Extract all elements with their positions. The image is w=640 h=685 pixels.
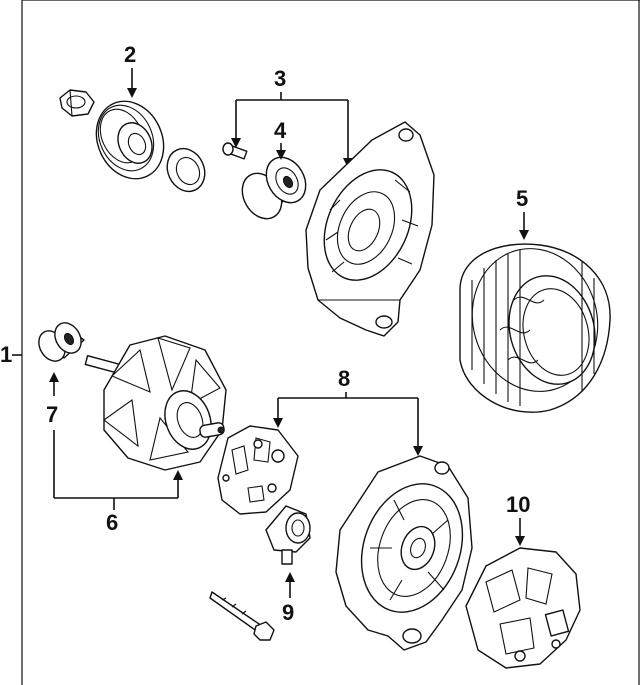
callout-5[interactable]: 5 — [516, 186, 529, 240]
callout-7-label: 7 — [46, 402, 58, 427]
rear-housing-part[interactable] — [335, 455, 480, 651]
bearing-part-4[interactable] — [234, 150, 313, 226]
callout-9-label: 9 — [282, 600, 294, 625]
callout-7[interactable]: 7 — [46, 372, 183, 499]
front-housing-part[interactable] — [305, 121, 435, 337]
nut-part[interactable] — [59, 89, 95, 117]
callout-6-label: 6 — [106, 510, 118, 535]
screw-part[interactable] — [222, 142, 248, 160]
callout-8[interactable]: 8 — [273, 366, 423, 456]
pulley-part[interactable] — [84, 90, 176, 190]
callout-4-label: 4 — [274, 118, 287, 143]
callout-2[interactable]: 2 — [124, 42, 137, 98]
callout-2-label: 2 — [124, 42, 136, 67]
callout-3[interactable]: 3 — [231, 66, 353, 168]
bearing-part-7[interactable] — [34, 318, 87, 366]
regulator-connector-part[interactable] — [265, 505, 311, 565]
diagram-frame — [21, 0, 640, 685]
callout-8-label: 8 — [338, 366, 350, 391]
rotor-part[interactable] — [84, 335, 227, 471]
callout-1[interactable]: 1 — [0, 342, 22, 367]
through-bolt-part[interactable] — [209, 591, 275, 641]
callout-1-label: 1 — [0, 342, 12, 367]
spacer-ring-part[interactable] — [160, 142, 211, 197]
callout-10[interactable]: 10 — [506, 492, 530, 546]
callout-4[interactable]: 4 — [274, 118, 287, 160]
callout-9[interactable]: 9 — [282, 572, 295, 625]
stator-part[interactable] — [456, 234, 613, 413]
callout-10-label: 10 — [506, 492, 530, 517]
callout-5-label: 5 — [516, 186, 528, 211]
callout-3-label: 3 — [274, 66, 286, 91]
regulator-part[interactable] — [465, 547, 581, 669]
brush-holder-part[interactable] — [217, 425, 299, 515]
callout-6[interactable]: 6 — [106, 498, 118, 535]
